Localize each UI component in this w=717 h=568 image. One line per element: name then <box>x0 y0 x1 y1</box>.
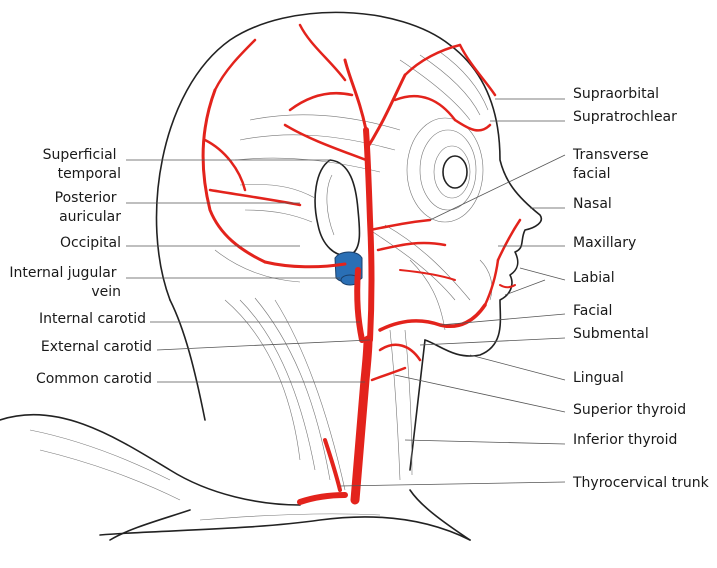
facial-artery <box>378 303 487 332</box>
head-outline <box>0 11 543 541</box>
internal-carotid-artery <box>354 267 365 343</box>
occipital-artery <box>263 260 347 269</box>
thyrocervical-trunk <box>297 492 348 505</box>
label-nasal: Nasal <box>573 196 612 212</box>
muscle-texture <box>29 51 493 521</box>
label-supraorbital: Supraorbital <box>573 86 659 102</box>
label-common-carotid: Common carotid <box>36 371 152 387</box>
label-transverse-facial: Transverse facial <box>572 147 653 182</box>
label-maxillary: Maxillary <box>573 235 636 251</box>
label-lingual: Lingual <box>573 370 624 386</box>
label-internal-carotid: Internal carotid <box>39 311 146 327</box>
arteries <box>201 23 522 505</box>
label-superior-thyroid: Superior thyroid <box>573 402 686 418</box>
label-occipital: Occipital <box>60 235 121 251</box>
label-submental: Submental <box>573 326 649 342</box>
label-internal-jugular-vein: Internal jugular vein <box>9 265 121 300</box>
eye-orbicularis <box>406 117 484 223</box>
label-external-carotid: External carotid <box>41 339 152 355</box>
external-carotid-artery <box>363 127 375 343</box>
common-carotid-artery <box>350 335 373 505</box>
label-inferior-thyroid: Inferior thyroid <box>573 432 677 448</box>
label-facial: Facial <box>573 303 612 319</box>
leader-lines <box>126 98 566 487</box>
right-labels: Supraorbital Supratrochlear Transverse f… <box>572 86 710 491</box>
label-labial: Labial <box>573 270 615 286</box>
label-superficial-temporal: Superficial temporal <box>43 147 121 182</box>
label-supratrochlear: Supratrochlear <box>573 109 677 125</box>
left-labels: Superficial temporal Posterior auricular… <box>9 147 152 387</box>
ear <box>314 159 361 257</box>
label-thyrocervical-trunk: Thyrocervical trunk <box>572 475 710 491</box>
label-posterior-auricular: Posterior auricular <box>55 190 122 225</box>
